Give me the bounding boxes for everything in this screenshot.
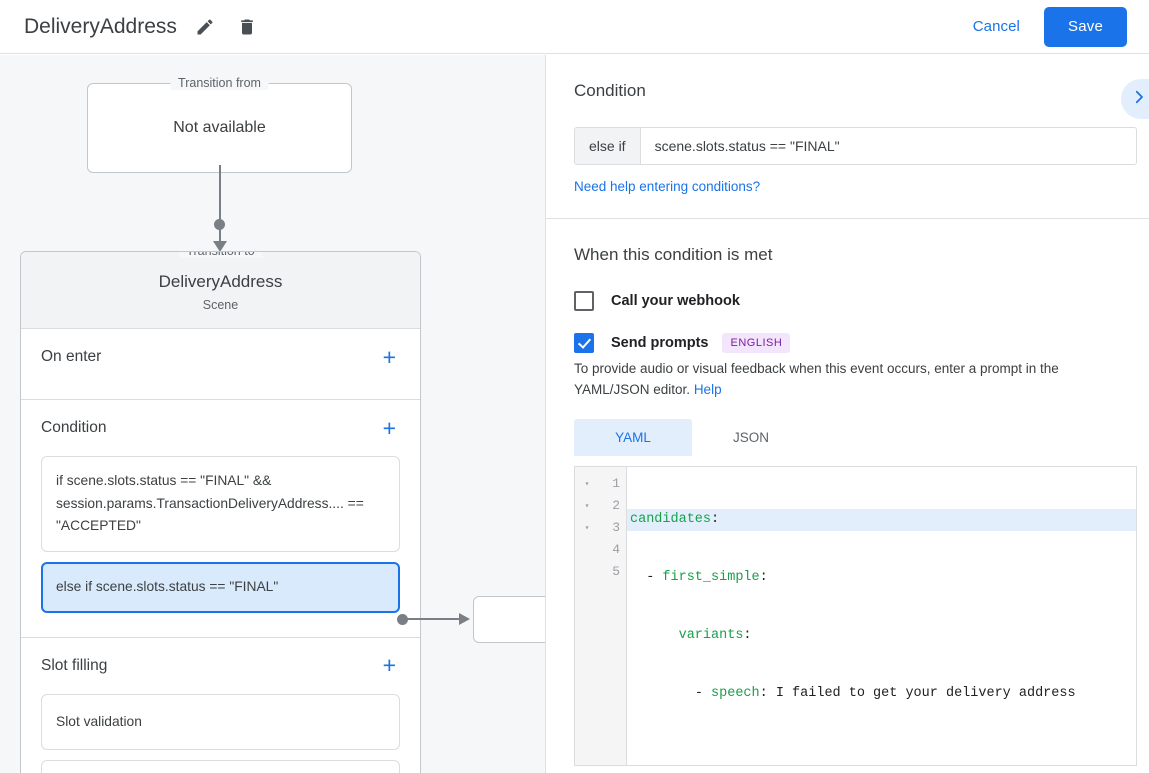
scene-type: Scene bbox=[202, 298, 239, 312]
line-number: 3 bbox=[612, 519, 620, 535]
section-condition: Condition + if scene.slots.status == "FI… bbox=[21, 400, 420, 638]
add-condition-button[interactable]: + bbox=[382, 414, 396, 441]
code-line[interactable]: candidates: bbox=[627, 508, 1136, 531]
fold-toggle[interactable]: ▾ bbox=[584, 501, 590, 511]
condition-help-link[interactable]: Need help entering conditions? bbox=[574, 179, 761, 194]
send-prompts-help-body: To provide audio or visual feedback when… bbox=[574, 361, 1059, 397]
code-key: candidates bbox=[630, 511, 712, 527]
code-line[interactable]: variants: bbox=[627, 625, 1136, 647]
condition-prefix-label: else if bbox=[575, 128, 641, 164]
fold-toggle bbox=[575, 561, 599, 583]
section-condition-header: Condition + bbox=[41, 400, 400, 456]
tab-yaml[interactable]: YAML bbox=[574, 418, 692, 456]
pencil-icon bbox=[195, 17, 215, 37]
send-prompts-label: Send prompts bbox=[611, 335, 709, 351]
code-line[interactable] bbox=[627, 741, 1136, 763]
section-slot-filling: Slot filling + Slot validation Transacti… bbox=[21, 638, 420, 773]
details-panel: Condition else if Need help entering con… bbox=[545, 55, 1149, 773]
language-badge: ENGLISH bbox=[722, 333, 791, 353]
slot-item[interactable]: TransactionDeliveryAddress bbox=[41, 760, 400, 773]
tab-json[interactable]: JSON bbox=[732, 429, 769, 445]
code-indent bbox=[630, 686, 695, 701]
editor-line-numbers: 1 2 3 4 5 bbox=[599, 466, 627, 765]
expand-panel-button[interactable] bbox=[1121, 79, 1149, 119]
condition-expression-input[interactable] bbox=[640, 128, 1136, 164]
section-on-enter: On enter + bbox=[21, 329, 420, 400]
section-on-enter-label: On enter bbox=[41, 348, 102, 365]
call-webhook-row[interactable]: Call your webhook bbox=[574, 291, 1121, 311]
fold-toggle[interactable]: ▾ bbox=[584, 523, 590, 533]
editor-format-tabs: YAML JSON bbox=[574, 418, 1121, 456]
send-prompts-row[interactable]: Send prompts ENGLISH bbox=[574, 333, 1121, 353]
send-prompts-help-link[interactable]: Help bbox=[693, 381, 722, 397]
code-colon: : bbox=[759, 569, 768, 585]
code-colon: : bbox=[759, 685, 768, 701]
flow-arrow-dot bbox=[214, 219, 225, 230]
trash-icon bbox=[237, 17, 257, 37]
transition-from-legend: Transition from bbox=[170, 76, 269, 90]
call-webhook-checkbox[interactable] bbox=[574, 291, 594, 311]
code-colon: : bbox=[711, 511, 720, 527]
target-node-stub[interactable] bbox=[473, 596, 545, 643]
condition-expression-row[interactable]: else if bbox=[574, 127, 1137, 165]
condition-item-selected[interactable]: else if scene.slots.status == "FINAL" bbox=[41, 561, 400, 613]
code-indent bbox=[630, 570, 646, 585]
delete-button[interactable] bbox=[233, 13, 261, 41]
line-number: 4 bbox=[612, 541, 620, 557]
line-number: 5 bbox=[612, 563, 620, 579]
line-number: 1 bbox=[612, 475, 620, 491]
prompt-code-editor[interactable]: ▾ ▾ ▾ 1 2 3 4 5 candidates: - first_simp… bbox=[574, 465, 1137, 766]
code-line[interactable]: - first_simple: bbox=[627, 567, 1136, 589]
fold-toggle[interactable]: ▾ bbox=[584, 479, 590, 489]
transition-to-legend: Transition to bbox=[178, 252, 263, 258]
line-number: 2 bbox=[612, 497, 620, 513]
transition-from-node[interactable]: Transition from Not available bbox=[87, 76, 352, 173]
editor-code-area[interactable]: candidates: - first_simple: variants: - … bbox=[627, 467, 1136, 765]
code-key: first_simple bbox=[662, 569, 760, 585]
chevron-right-icon bbox=[1130, 88, 1148, 111]
page-title: DeliveryAddress bbox=[24, 14, 177, 38]
when-condition-met-block: When this condition is met Call your web… bbox=[546, 219, 1149, 773]
section-condition-label: Condition bbox=[41, 419, 107, 436]
code-indent bbox=[630, 628, 679, 643]
cancel-button[interactable]: Cancel bbox=[959, 10, 1034, 43]
flow-canvas[interactable]: Transition from Not available Transition… bbox=[0, 55, 545, 773]
edit-name-button[interactable] bbox=[191, 13, 219, 41]
call-webhook-label: Call your webhook bbox=[611, 293, 740, 309]
when-condition-met-heading: When this condition is met bbox=[574, 245, 773, 264]
condition-heading: Condition bbox=[574, 81, 646, 100]
code-dash: - bbox=[694, 685, 712, 701]
section-slot-filling-header: Slot filling + bbox=[41, 638, 400, 694]
section-slot-filling-label: Slot filling bbox=[41, 656, 108, 674]
transition-to-node[interactable]: Transition to DeliveryAddress Scene On e… bbox=[20, 251, 421, 773]
condition-item[interactable]: if scene.slots.status == "FINAL" && sess… bbox=[41, 456, 400, 552]
scene-name: DeliveryAddress bbox=[158, 272, 283, 291]
fold-toggle bbox=[575, 539, 599, 561]
send-prompts-help-text: To provide audio or visual feedback when… bbox=[574, 359, 1121, 401]
add-slot-filling-button[interactable]: + bbox=[382, 652, 396, 678]
code-key: speech bbox=[711, 685, 760, 701]
send-prompts-checkbox[interactable] bbox=[574, 333, 594, 353]
condition-output-line bbox=[407, 618, 463, 620]
scene-header: DeliveryAddress Scene bbox=[21, 252, 420, 329]
save-button[interactable]: Save bbox=[1044, 6, 1127, 47]
transition-from-title: Not available bbox=[173, 119, 266, 136]
code-dash: - bbox=[646, 569, 663, 585]
slot-validation-item[interactable]: Slot validation bbox=[41, 693, 400, 751]
condition-output-arrow-icon bbox=[459, 613, 470, 625]
editor-fold-column: ▾ ▾ ▾ bbox=[575, 466, 599, 765]
condition-block: Condition else if Need help entering con… bbox=[546, 55, 1149, 219]
code-line[interactable]: - speech: I failed to get your delivery … bbox=[627, 683, 1136, 705]
section-on-enter-header: On enter + bbox=[41, 329, 400, 385]
flow-arrow-line bbox=[219, 165, 221, 245]
condition-output-dot[interactable] bbox=[397, 614, 408, 625]
code-key: variants bbox=[678, 627, 744, 643]
add-on-enter-button[interactable]: + bbox=[382, 343, 396, 370]
code-value: I failed to get your delivery address bbox=[767, 685, 1076, 701]
top-app-bar: DeliveryAddress Cancel Save bbox=[0, 0, 1149, 54]
flow-arrow-head-icon bbox=[213, 241, 227, 252]
code-colon: : bbox=[743, 627, 752, 643]
